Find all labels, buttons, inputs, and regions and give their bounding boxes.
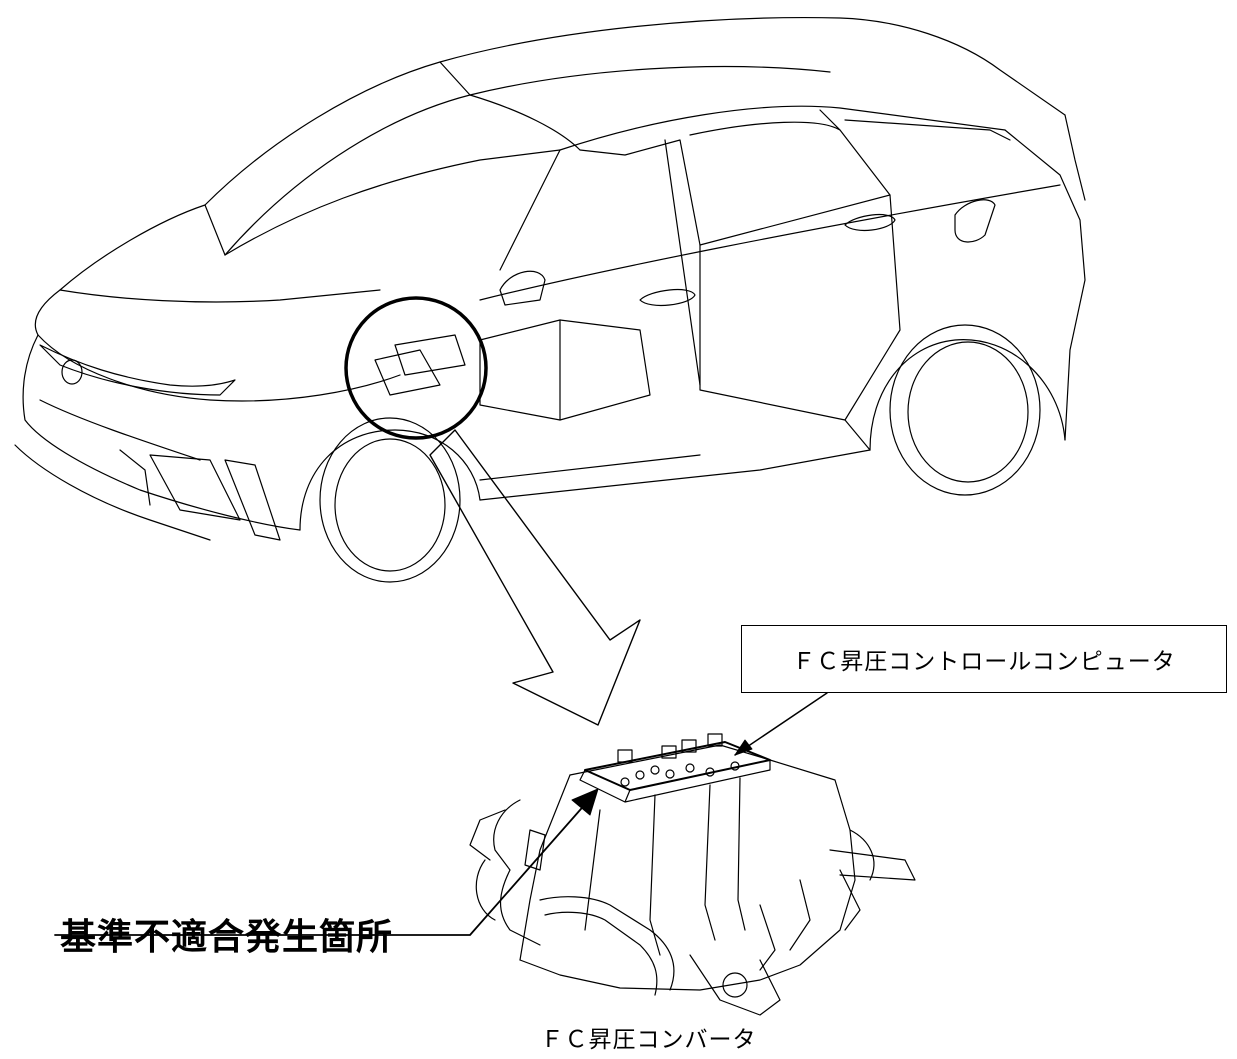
controller-leader-line [734,692,828,756]
controller-label: ＦＣ昇圧コントロールコンピュータ [792,649,1176,675]
pointer-arrow [54,792,596,936]
defect-location-label: 基準不適合発生箇所 [60,917,394,958]
controller-callout-box: ＦＣ昇圧コントロールコンピュータ [741,625,1227,693]
zoom-arrow [429,429,641,726]
magnifier-circle [344,296,488,440]
car-illustration [14,16,1086,583]
controller-arrowhead [734,739,753,756]
converter-label: ＦＣ昇圧コンバータ [540,1027,757,1053]
converter-unit-illustration [469,733,916,1016]
converter-caption: ＦＣ昇圧コンバータ [0,1020,1237,1054]
